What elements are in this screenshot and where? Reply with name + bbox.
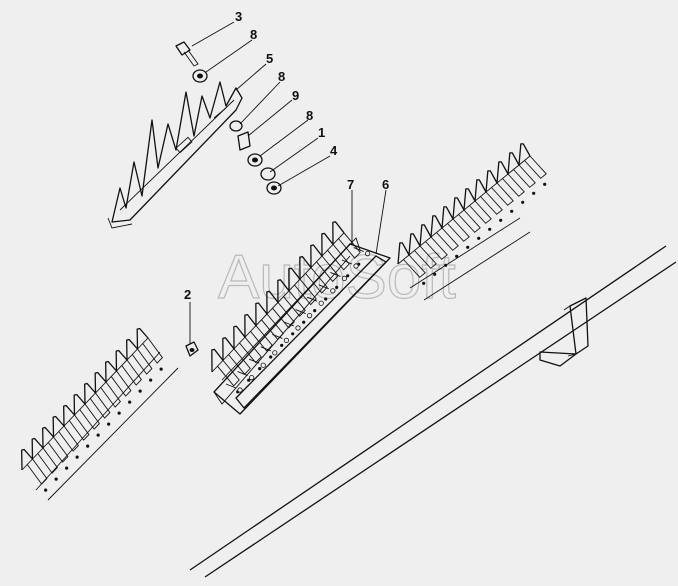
callout-5: 5: [266, 51, 273, 66]
callout-8-middle: 8: [278, 69, 285, 84]
callout-1: 1: [318, 125, 325, 140]
callout-6: 6: [382, 177, 389, 192]
rivet-row: [225, 247, 371, 393]
callout-9: 9: [292, 88, 299, 103]
callout-8-lower: 8: [306, 108, 313, 123]
fasteners: [175, 41, 282, 357]
left-section: [21, 327, 163, 492]
callout-7: 7: [347, 177, 354, 192]
callout-3: 3: [235, 9, 242, 24]
callout-2: 2: [184, 287, 191, 302]
callout-labels: 3 8 5 8 9 8 1 4 7 6 2: [184, 9, 389, 302]
callout-4: 4: [330, 143, 338, 158]
right-section: [397, 143, 547, 285]
leader-lines: [189, 21, 387, 344]
frame-beam: [189, 245, 677, 578]
knife-section-part-5: [107, 81, 243, 229]
callout-8-top: 8: [250, 27, 257, 42]
segment-bar-assembly: [213, 237, 391, 415]
chain-sections: [21, 143, 547, 501]
